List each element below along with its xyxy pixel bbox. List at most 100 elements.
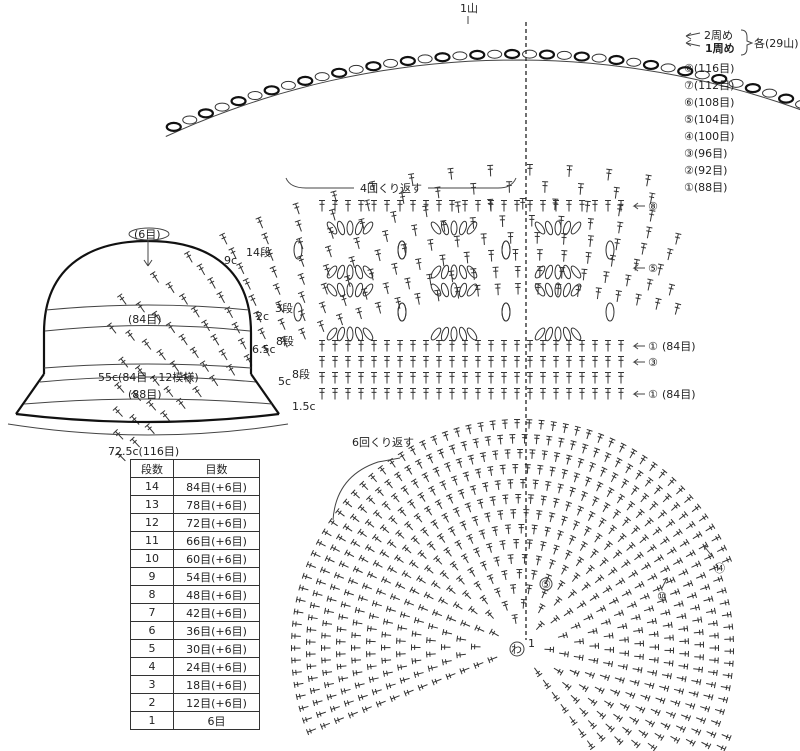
dc-stitch-symbol bbox=[354, 682, 365, 689]
dc-stitch-symbol bbox=[553, 356, 559, 368]
dc-stitch-symbol bbox=[384, 478, 393, 489]
dc-stitch-symbol bbox=[485, 609, 494, 619]
dc-stitch-symbol bbox=[307, 614, 318, 621]
dc-stitch-symbol bbox=[584, 672, 595, 679]
table-cell-count: 24目(+6目) bbox=[173, 657, 260, 676]
dc-stitch-symbol bbox=[297, 290, 306, 303]
dc-stitch-symbol bbox=[493, 587, 501, 598]
dc-stitch-symbol bbox=[622, 516, 631, 527]
dc-stitch-symbol bbox=[427, 622, 439, 630]
dc-stitch-symbol bbox=[630, 613, 641, 621]
dc-stitch-symbol bbox=[463, 251, 470, 264]
dc-stitch-symbol bbox=[335, 508, 345, 517]
dc-stitch-symbol bbox=[323, 682, 334, 689]
dc-stitch-symbol bbox=[321, 657, 331, 664]
dc-stitch-symbol bbox=[678, 511, 689, 520]
dc-stitch-symbol bbox=[506, 181, 513, 193]
dc-stitch-symbol bbox=[380, 644, 391, 651]
dc-stitch-symbol bbox=[649, 192, 656, 205]
dc-stitch-symbol bbox=[706, 682, 717, 689]
dc-stitch-symbol bbox=[462, 388, 468, 400]
brim-row-3-label: ③(96目) bbox=[684, 147, 727, 160]
dc-stitch-symbol bbox=[660, 609, 671, 616]
dc-stitch-symbol bbox=[430, 580, 441, 589]
round-2-arrow bbox=[685, 32, 701, 40]
dc-stitch-symbol bbox=[364, 518, 375, 528]
dc-stitch-symbol bbox=[476, 498, 484, 509]
dc-stitch-symbol bbox=[513, 538, 520, 549]
dc-stitch-symbol bbox=[703, 694, 714, 701]
dc-stitch-symbol bbox=[165, 281, 175, 294]
dc-stitch-symbol bbox=[605, 723, 615, 733]
dc-stitch-symbol bbox=[423, 372, 429, 384]
dc-stitch-symbol bbox=[592, 356, 598, 368]
dc-stitch-symbol bbox=[431, 678, 442, 686]
dc-stitch-symbol bbox=[146, 399, 157, 411]
dc-stitch-symbol bbox=[298, 584, 309, 591]
table-cell-count: 42目(+6目) bbox=[173, 603, 260, 622]
dc-stitch-symbol bbox=[605, 372, 611, 384]
dc-stitch-symbol bbox=[484, 436, 491, 446]
dc-stitch-symbol bbox=[553, 200, 559, 212]
shell-stitch-symbol bbox=[534, 327, 546, 341]
dc-stitch-symbol bbox=[709, 645, 719, 651]
hat-round-88: (88目) bbox=[128, 388, 162, 401]
dc-stitch-symbol bbox=[700, 583, 711, 591]
hat-line-84 bbox=[45, 304, 250, 311]
dc-stitch-symbol bbox=[626, 541, 636, 551]
dc-stitch-symbol bbox=[644, 517, 654, 527]
dc-stitch-symbol bbox=[660, 536, 670, 545]
dc-stitch-symbol bbox=[479, 451, 486, 462]
dc-stitch-symbol bbox=[295, 596, 306, 603]
dc-stitch-symbol bbox=[410, 644, 421, 651]
dc-stitch-symbol bbox=[579, 372, 585, 384]
dc-stitch-symbol bbox=[577, 505, 584, 516]
dc-stitch-symbol bbox=[348, 255, 356, 268]
dc-stitch-symbol bbox=[634, 640, 645, 647]
hat-line-84b bbox=[44, 325, 251, 332]
dc-stitch-symbol bbox=[391, 262, 398, 275]
puff-stitch-symbol bbox=[293, 240, 303, 260]
dc-stitch-symbol bbox=[368, 676, 379, 683]
shell-stitch-symbol bbox=[554, 326, 562, 342]
dc-stitch-symbol bbox=[423, 591, 434, 600]
dc-stitch-symbol bbox=[165, 321, 176, 334]
side-arrow-1a bbox=[632, 342, 645, 350]
dc-stitch-symbol bbox=[562, 423, 569, 434]
dc-stitch-symbol bbox=[570, 622, 581, 629]
dc-stitch-symbol bbox=[460, 619, 471, 627]
dc-stitch-symbol bbox=[340, 688, 351, 695]
dc-stitch-symbol bbox=[657, 509, 668, 519]
dc-stitch-symbol bbox=[431, 609, 443, 617]
dc-stitch-symbol bbox=[390, 492, 400, 503]
dc-stitch-symbol bbox=[372, 559, 383, 568]
dc-stitch-symbol bbox=[183, 250, 193, 263]
dc-stitch-symbol bbox=[492, 266, 499, 279]
dc-stitch-symbol bbox=[587, 217, 594, 230]
dc-stitch-symbol bbox=[394, 296, 401, 309]
dc-stitch-symbol bbox=[455, 575, 465, 585]
dc-stitch-symbol bbox=[566, 388, 572, 400]
crown-round-10-arrow bbox=[661, 576, 669, 589]
dc-stitch-symbol bbox=[329, 705, 340, 713]
dc-stitch-symbol bbox=[449, 560, 459, 571]
shell-stitch-symbol bbox=[346, 282, 354, 298]
dc-stitch-symbol bbox=[306, 638, 316, 645]
dc-stitch-symbol bbox=[650, 708, 661, 716]
dc-stitch-symbol bbox=[321, 645, 331, 651]
dc-stitch-symbol bbox=[606, 168, 613, 181]
dc-stitch-symbol bbox=[602, 502, 611, 513]
dc-stitch-symbol bbox=[604, 452, 612, 463]
dc-stitch-symbol bbox=[488, 340, 494, 352]
shell-stitch-symbol bbox=[562, 282, 572, 298]
dc-stitch-symbol bbox=[707, 669, 718, 676]
hat-side-rows: 8段 bbox=[276, 334, 294, 348]
dc-stitch-symbol bbox=[381, 657, 392, 664]
dc-stitch-symbol bbox=[149, 271, 160, 283]
dc-stitch-symbol bbox=[371, 688, 382, 696]
dc-stitch-symbol bbox=[381, 631, 392, 638]
dc-stitch-symbol bbox=[209, 374, 219, 387]
dc-stitch-symbol bbox=[261, 232, 269, 245]
picot-symbol bbox=[182, 115, 198, 125]
dc-stitch-symbol bbox=[546, 435, 553, 446]
